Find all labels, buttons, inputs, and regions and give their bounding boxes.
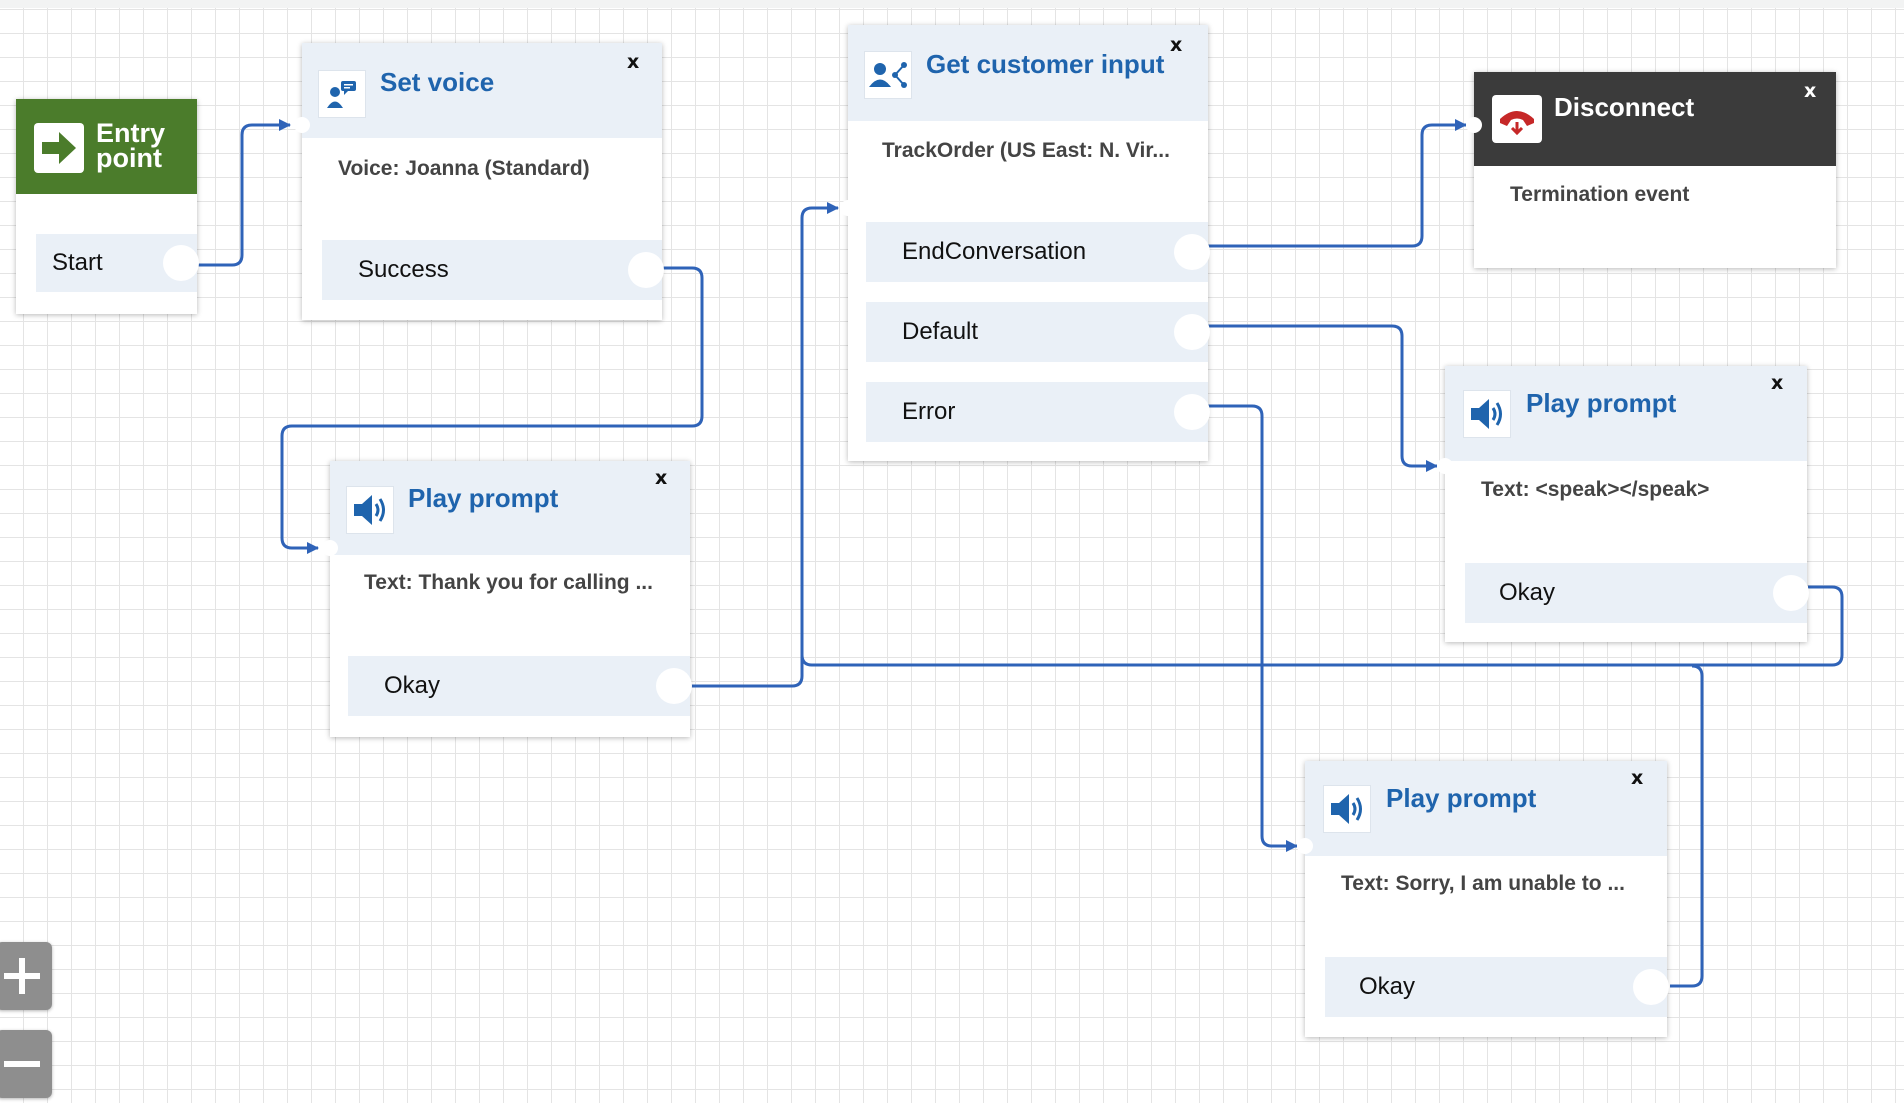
play-prompt-block-2[interactable]: Play prompt x Text: <speak></speak> Okay [1437, 366, 1809, 642]
set-voice-icon [318, 70, 366, 118]
start-output-port[interactable] [163, 245, 199, 281]
set-voice-title: Set voice [380, 67, 495, 97]
play-prompt-3-input-port[interactable] [1297, 838, 1313, 854]
set-voice-input-port[interactable] [294, 117, 310, 133]
error-output-port[interactable] [1174, 394, 1210, 430]
endconversation-output-port[interactable] [1174, 234, 1210, 270]
get-input-title: Get customer input [926, 49, 1165, 79]
speaker-icon [346, 486, 394, 534]
wire-default-to-play-prompt-2 [1208, 324, 1438, 472]
branch-okay-2-label: Okay [1499, 579, 1556, 606]
entry-point-block[interactable]: Entry point Start [16, 99, 199, 314]
branch-okay-3-label: Okay [1359, 973, 1416, 1000]
set-voice-header: Set voice x [302, 43, 662, 138]
wire-start-to-set-voice [197, 119, 291, 267]
branch-default-label: Default [902, 318, 979, 345]
okay-3-output-port[interactable] [1633, 969, 1669, 1005]
arrow-right-icon [34, 123, 84, 173]
disconnect-header: Disconnect x [1474, 72, 1836, 166]
phone-hangup-icon [1492, 95, 1542, 143]
wire-okay-3-loop [1670, 664, 1704, 988]
canvas-top-strip [0, 0, 1904, 8]
disconnect-close-button[interactable]: x [1804, 80, 1817, 102]
disconnect-title: Disconnect [1554, 92, 1695, 122]
branch-okay-3[interactable]: Okay [1325, 957, 1669, 1017]
play-prompt-2-input-port[interactable] [1437, 458, 1453, 474]
get-customer-input-block[interactable]: Get customer input x TrackOrder (US East… [840, 25, 1210, 461]
zoom-in-icon [4, 958, 40, 994]
get-input-input-port[interactable] [840, 200, 856, 216]
play-prompt-3-description: Text: Sorry, I am unable to ... [1341, 872, 1625, 895]
play-prompt-1-input-port[interactable] [322, 540, 338, 556]
branch-endconversation[interactable]: EndConversation [866, 222, 1210, 282]
customer-input-icon [864, 51, 912, 99]
get-input-description: TrackOrder (US East: N. Vir... [882, 139, 1170, 162]
set-voice-block[interactable]: Set voice x Voice: Joanna (Standard) Suc… [294, 43, 664, 320]
play-prompt-1-title: Play prompt [408, 483, 559, 513]
entry-point-title: Entry point [96, 118, 166, 173]
play-prompt-2-title: Play prompt [1526, 388, 1677, 418]
branch-success-label: Success [358, 256, 449, 283]
speaker-icon [1463, 390, 1511, 438]
wire-endconversation-to-disconnect [1208, 119, 1467, 248]
branch-start-label: Start [52, 249, 103, 276]
success-output-port[interactable] [628, 252, 664, 288]
get-input-header: Get customer input x [848, 25, 1208, 121]
branch-success[interactable]: Success [322, 240, 664, 300]
play-prompt-3-header: Play prompt x [1305, 761, 1667, 856]
set-voice-description: Voice: Joanna (Standard) [338, 157, 590, 180]
branch-okay-2[interactable]: Okay [1465, 563, 1809, 623]
play-prompt-3-close-button[interactable]: x [1631, 767, 1644, 789]
okay-1-output-port[interactable] [656, 668, 692, 704]
disconnect-description: Termination event [1510, 183, 1690, 206]
wire-error-to-play-prompt-3 [1206, 404, 1298, 852]
speaker-icon [1323, 785, 1371, 833]
disconnect-input-port[interactable] [1466, 117, 1482, 133]
disconnect-block[interactable]: Disconnect x Termination event [1466, 72, 1836, 268]
branch-endconversation-label: EndConversation [902, 238, 1087, 265]
zoom-in-button[interactable] [0, 942, 52, 1010]
entry-point-header: Entry point [16, 99, 197, 194]
branch-error[interactable]: Error [866, 382, 1210, 442]
play-prompt-1-header: Play prompt x [330, 461, 690, 555]
default-output-port[interactable] [1174, 314, 1210, 350]
play-prompt-block-3[interactable]: Play prompt x Text: Sorry, I am unable t… [1297, 761, 1669, 1037]
play-prompt-2-close-button[interactable]: x [1771, 372, 1784, 394]
play-prompt-3-title: Play prompt [1386, 783, 1537, 813]
play-prompt-block-1[interactable]: Play prompt x Text: Thank you for callin… [322, 461, 692, 737]
branch-start[interactable]: Start [36, 234, 199, 292]
branch-error-label: Error [902, 398, 956, 425]
play-prompt-2-header: Play prompt x [1445, 366, 1807, 461]
zoom-out-button[interactable] [0, 1030, 52, 1098]
branch-default[interactable]: Default [866, 302, 1210, 362]
play-prompt-2-description: Text: <speak></speak> [1481, 478, 1710, 501]
branch-okay-1-label: Okay [384, 672, 441, 699]
set-voice-close-button[interactable]: x [627, 51, 640, 73]
play-prompt-1-close-button[interactable]: x [655, 467, 668, 489]
play-prompt-1-description: Text: Thank you for calling ... [364, 571, 653, 594]
okay-2-output-port[interactable] [1773, 575, 1809, 611]
wire-okay-to-get-input [684, 202, 839, 688]
get-input-close-button[interactable]: x [1170, 34, 1183, 56]
zoom-out-icon [4, 1061, 40, 1067]
branch-okay-1[interactable]: Okay [348, 656, 692, 716]
